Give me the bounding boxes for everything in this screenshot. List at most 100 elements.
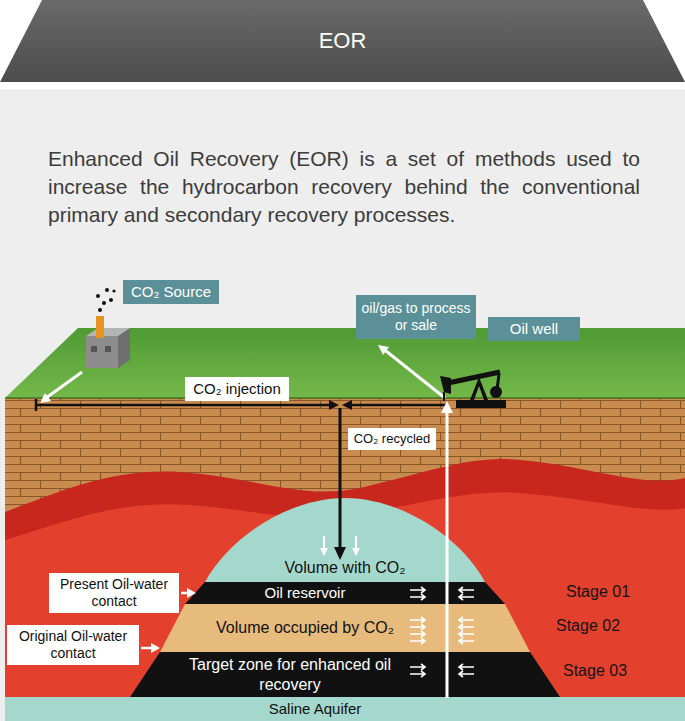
title-banner bbox=[0, 0, 685, 82]
flow-arrows-part bbox=[459, 587, 474, 600]
co2-band-fill bbox=[160, 604, 530, 652]
grass-surface bbox=[5, 328, 685, 398]
text-holder: Target zone for enhanced oil recovery bbox=[125, 652, 565, 697]
output-tag: oil/gas to process or sale bbox=[356, 295, 476, 339]
flow-arrows-part bbox=[459, 631, 474, 644]
injection-pipe-part bbox=[339, 408, 342, 548]
red-rock-layer bbox=[5, 459, 685, 721]
injection-tag: CO₂ injection bbox=[185, 377, 289, 401]
injection-pipe-part bbox=[352, 404, 447, 407]
brick-strata bbox=[5, 398, 685, 721]
flow-arrows-part bbox=[459, 617, 474, 630]
panel-ground bbox=[0, 89, 685, 721]
node-text: Oil well bbox=[510, 320, 558, 338]
injection-pipe bbox=[36, 399, 447, 560]
factory-icon-part bbox=[102, 301, 106, 305]
factory-icon-part bbox=[112, 289, 115, 292]
node-text: Oil reservoir bbox=[265, 584, 346, 602]
injection-pipe-part bbox=[329, 400, 339, 410]
node-text: Original Oil-water contact bbox=[12, 628, 134, 662]
factory-icon-part bbox=[105, 288, 109, 292]
pumpjack-icon-part bbox=[456, 400, 506, 408]
text-holder: CO₂ injection bbox=[185, 377, 289, 401]
flow-arrows-part bbox=[410, 587, 425, 600]
oil-water-contact-pointers-part bbox=[141, 647, 152, 650]
recycle-tag: CO₂ recycled bbox=[348, 428, 436, 450]
oil-water-contact-pointers bbox=[141, 588, 196, 653]
text-holder: Saline Aquifer bbox=[5, 697, 685, 721]
factory-icon-part bbox=[109, 298, 113, 302]
injection-pipe-part bbox=[342, 400, 352, 410]
pumpjack-icon-part bbox=[440, 376, 451, 394]
ground-edge bbox=[5, 397, 685, 399]
well-tag: Oil well bbox=[488, 317, 580, 341]
node-text: Present Oil-water contact bbox=[54, 576, 174, 610]
factory-icon-part bbox=[86, 328, 130, 336]
text-holder: Oil reservoir bbox=[180, 582, 510, 604]
oil-water-contact-pointers-part bbox=[181, 592, 188, 595]
aquifer-band: Saline Aquifer bbox=[5, 697, 685, 721]
pumpjack-icon-part bbox=[470, 377, 488, 400]
title-text: EOR bbox=[319, 28, 367, 54]
target-band-fill bbox=[130, 652, 560, 697]
factory-icon bbox=[86, 288, 130, 368]
text-holder: Volume occupied by CO₂ bbox=[155, 604, 535, 652]
production-well-arrow-part bbox=[386, 351, 445, 398]
co2-supply-arrow-part bbox=[40, 393, 51, 403]
co2-spread-arrows-part bbox=[320, 548, 328, 556]
flow-arrows-part bbox=[459, 664, 474, 677]
node-text: CO₂ recycled bbox=[354, 431, 431, 447]
node-text: CO₂ Source bbox=[131, 283, 211, 301]
node-text: Volume with CO₂ bbox=[285, 558, 406, 577]
co2-supply-arrow bbox=[40, 372, 82, 403]
node-text: Saline Aquifer bbox=[269, 700, 362, 718]
pumpjack-icon-part bbox=[443, 392, 445, 401]
flow-arrows-part bbox=[410, 664, 425, 677]
injection-pipe-part bbox=[35, 399, 38, 411]
co2-supply-arrow-part bbox=[46, 372, 82, 398]
pumpjack-icon-part bbox=[497, 374, 499, 390]
co2-band: Volume occupied by CO₂ bbox=[155, 604, 535, 652]
node-text: oil/gas to process or sale bbox=[361, 300, 471, 334]
text-holder: Original Oil-water contact bbox=[7, 625, 139, 665]
production-well-arrow-part bbox=[441, 401, 453, 413]
injection-pipe-part bbox=[334, 547, 346, 560]
stage-label: Stage 03 bbox=[563, 662, 627, 680]
factory-icon-part bbox=[105, 346, 111, 352]
text-holder: CO₂ Source bbox=[123, 280, 219, 304]
node-text: Target zone for enhanced oil recovery bbox=[185, 655, 395, 693]
node-text: CO₂ injection bbox=[193, 380, 281, 398]
stage-label: Stage 01 bbox=[566, 583, 630, 601]
flow-arrows bbox=[410, 587, 474, 677]
production-well-arrow-part bbox=[446, 412, 449, 698]
contact-callout: Present Oil-water contact bbox=[49, 573, 179, 613]
contact-callout: Original Oil-water contact bbox=[7, 625, 139, 665]
co2-spread-arrows bbox=[320, 536, 360, 556]
co2-spread-arrows-part bbox=[323, 536, 325, 549]
source-tag: CO₂ Source bbox=[123, 280, 219, 304]
co2-dome-fill bbox=[205, 498, 485, 582]
factory-icon-part bbox=[118, 328, 130, 368]
factory-icon-part bbox=[96, 294, 100, 298]
factory-icon-part bbox=[91, 346, 97, 352]
flow-arrows-part bbox=[410, 631, 425, 644]
oil-water-contact-pointers-part bbox=[151, 643, 160, 653]
oil-band-fill bbox=[185, 582, 505, 604]
pumpjack-icon-part bbox=[448, 372, 500, 383]
stage-label: Stage 02 bbox=[556, 617, 620, 635]
co2-spread-arrows-part bbox=[355, 536, 357, 549]
co2-dome: Volume with CO₂ bbox=[200, 496, 490, 582]
pumpjack-icon bbox=[440, 372, 506, 408]
text-holder: Present Oil-water contact bbox=[49, 573, 179, 613]
flow-arrows-part bbox=[410, 617, 425, 630]
intro-paragraph: Enhanced Oil Recovery (EOR) is a set of … bbox=[48, 145, 640, 229]
title-holder: EOR bbox=[0, 28, 685, 54]
production-well-arrow-part bbox=[378, 345, 389, 355]
co2-spread-arrows-part bbox=[352, 548, 360, 556]
production-well-arrow bbox=[378, 345, 453, 698]
pumpjack-icon-part bbox=[490, 386, 502, 398]
factory-icon-part bbox=[96, 316, 104, 338]
text-holder: Oil well bbox=[488, 317, 580, 341]
